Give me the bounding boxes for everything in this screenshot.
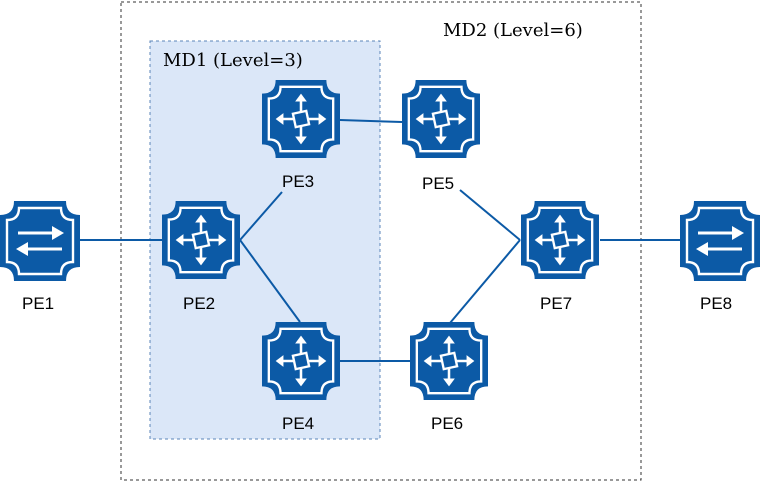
pe6-label: PE6 (431, 414, 464, 433)
pe2-label: PE2 (183, 294, 216, 313)
pe3-label: PE3 (282, 172, 315, 191)
link-pe3-pe5 (339, 119, 403, 123)
md1-label: MD1 (Level=3) (163, 50, 303, 71)
md2-label: MD2 (Level=6) (443, 20, 583, 41)
pe1-switch-icon (0, 201, 80, 281)
link-pe6-pe7 (449, 239, 521, 324)
link-pe2-pe3 (239, 191, 283, 241)
link-pe2-pe4 (239, 239, 301, 323)
pe5-label: PE5 (422, 174, 455, 193)
pe4-router-icon (262, 322, 340, 400)
pe2-router-icon (162, 201, 240, 279)
pe8-label: PE8 (700, 294, 733, 313)
pe7-label: PE7 (540, 294, 573, 313)
pe1-label: PE1 (22, 294, 55, 313)
pe8-switch-icon (680, 201, 760, 281)
pe6-router-icon (410, 322, 488, 400)
pe4-label: PE4 (282, 414, 315, 433)
link-pe5-pe7 (459, 189, 521, 241)
pe5-router-icon (402, 80, 480, 158)
pe3-router-icon (262, 80, 340, 158)
pe7-router-icon (520, 201, 600, 279)
